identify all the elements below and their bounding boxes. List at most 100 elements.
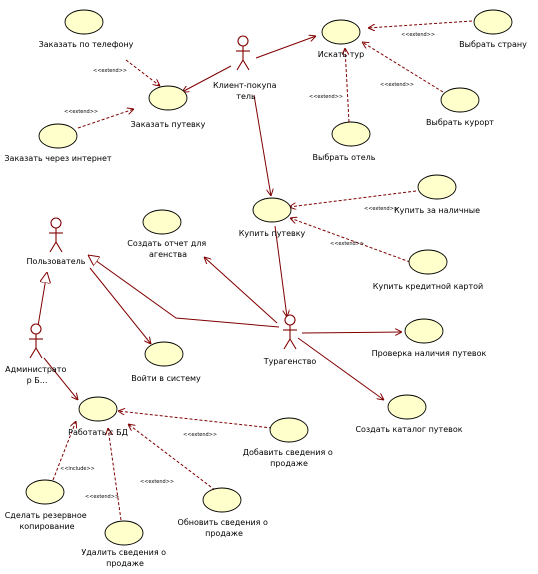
stereotype-hotel: <<extend>> — [309, 94, 343, 100]
actor-client-head — [237, 35, 249, 47]
use-case-choose-country[interactable] — [473, 9, 513, 35]
actor-admin-label-line2: р Б... — [27, 376, 48, 385]
use-case-choose-country-label: Выбрать страну — [459, 40, 527, 49]
use-case-choose-resort[interactable] — [440, 87, 480, 113]
use-case-update-sale-label: Обновить сведения о продаже — [178, 518, 271, 538]
assoc-agency-report — [204, 257, 278, 324]
assoc-user-login — [89, 267, 151, 344]
assoc-agency-catalog — [297, 337, 384, 400]
actor-client-leg-left — [236, 59, 244, 71]
actor-admin[interactable] — [29, 323, 43, 359]
use-case-login[interactable] — [144, 341, 184, 367]
use-case-update-sale[interactable] — [202, 487, 242, 513]
dep-delete-workdb — [108, 428, 122, 521]
actor-user-label: Пользователь — [27, 257, 86, 266]
use-case-create-catalog[interactable] — [387, 394, 427, 420]
assoc-buy-agency — [274, 225, 287, 317]
dep-hotel-search — [345, 48, 350, 123]
stereotype-labels: <<extend>> <<extend>> <<extend>> <<exten… — [60, 32, 435, 500]
actor-admin-leg-left — [29, 347, 37, 359]
use-case-pay-card-label: Купить кредитной картой — [373, 282, 483, 291]
stereotype-country: <<extend>> — [401, 32, 435, 38]
use-case-order-phone-label: Заказать по телефону — [39, 40, 134, 49]
use-case-work-db[interactable] — [78, 396, 118, 422]
dep-resort-search — [362, 42, 444, 93]
add-sale-label-line1: Добавить сведения о — [243, 448, 333, 457]
dep-add-workdb — [118, 411, 273, 429]
dep-cash-buy — [289, 190, 417, 207]
backup-label-line1: Сделать резервное — [5, 511, 87, 520]
actor-client-label-line2: тель — [236, 92, 256, 101]
stereotype-resort: <<extend>> — [380, 82, 414, 88]
stereotype-internet: <<extend>> — [64, 109, 98, 115]
actors: Клиент-покупа тель Пользователь Админист… — [5, 35, 317, 385]
actor-agency[interactable] — [283, 314, 297, 350]
actor-user[interactable] — [49, 217, 63, 253]
use-case-buy-tour-label: Купить путевку — [239, 229, 306, 238]
use-case-create-report[interactable] — [142, 209, 182, 235]
assoc-client-order — [182, 65, 232, 92]
use-case-add-sale-label: Добавить сведения о продаже — [243, 448, 336, 468]
actor-client[interactable] — [236, 35, 250, 71]
use-case-order-tour[interactable] — [148, 85, 188, 111]
use-case-create-report-label: Создать отчет для агенства — [127, 239, 209, 259]
actor-agency-head — [284, 314, 296, 326]
actor-user-head — [50, 217, 62, 229]
use-case-add-sale[interactable] — [269, 417, 309, 443]
actor-agency-leg-left — [283, 338, 291, 350]
create-report-label-line1: Создать отчет для — [127, 239, 206, 248]
stereotype-card: <<extend>> — [330, 241, 364, 247]
assoc-client-buy — [253, 94, 271, 196]
delete-sale-label-line2: продаже — [106, 559, 144, 568]
assoc-client-search — [255, 36, 316, 59]
use-case-check-tours-label: Проверка наличия путевок — [372, 349, 487, 358]
create-report-label-line2: агенства — [149, 250, 187, 259]
stereotype-add: <<extend>> — [183, 432, 217, 438]
update-sale-label-line2: продаже — [205, 529, 243, 538]
use-case-choose-hotel[interactable] — [331, 121, 371, 147]
actor-admin-label: Администрато р Б... — [5, 365, 69, 385]
use-case-check-tours[interactable] — [404, 318, 444, 344]
actor-agency-leg-right — [289, 338, 297, 350]
use-case-backup[interactable] — [25, 479, 65, 505]
use-case-choose-hotel-label: Выбрать отель — [313, 153, 376, 162]
use-case-search-tour[interactable] — [321, 19, 361, 45]
add-sale-label-line2: продаже — [270, 459, 308, 468]
use-case-delete-sale[interactable] — [104, 520, 144, 546]
use-case-order-tour-label: Заказать путевку — [131, 120, 206, 129]
generalization-admin-user — [37, 272, 47, 327]
use-case-pay-cash-label: Купить за наличные — [394, 206, 480, 215]
generalization-agency-user — [88, 255, 280, 328]
use-case-pay-cash[interactable] — [417, 174, 457, 200]
use-case-pay-card[interactable] — [408, 249, 448, 275]
actor-admin-label-line1: Администрато — [5, 365, 66, 374]
use-case-backup-label: Сделать резервное копирование — [5, 511, 90, 531]
dep-card-buy — [290, 218, 411, 263]
connectors — [37, 20, 473, 521]
use-case-work-db-label: Работать с БД — [68, 428, 128, 437]
use-case-buy-tour[interactable] — [252, 197, 292, 223]
use-case-login-label: Войти в систему — [131, 374, 201, 383]
stereotype-cash: <<extend>> — [364, 206, 398, 212]
actor-user-leg-right — [55, 241, 63, 253]
use-cases: Заказать по телефону Заказать путевку За… — [4, 9, 527, 568]
stereotype-update: <<extend>> — [140, 479, 174, 485]
stereotype-backup: <<include>> — [60, 466, 95, 472]
assoc-admin-workdb — [43, 357, 78, 400]
dep-country-search — [368, 20, 473, 28]
use-case-order-internet[interactable] — [38, 123, 78, 149]
use-case-search-tour-label: Искать тур — [318, 50, 365, 59]
update-sale-label-line1: Обновить сведения о — [178, 518, 268, 527]
actor-client-label-line1: Клиент-покупа — [213, 81, 277, 90]
stereotype-delete: <<extend>> — [85, 494, 119, 500]
actor-user-leg-left — [49, 241, 57, 253]
assoc-agency-check — [301, 332, 402, 333]
use-case-order-internet-label: Заказать через интернет — [4, 154, 112, 163]
delete-sale-label-line1: Удалить сведения о — [81, 548, 166, 557]
use-case-choose-resort-label: Выбрать курорт — [426, 118, 494, 127]
dep-phone-order — [125, 59, 160, 86]
actor-admin-head — [30, 323, 42, 335]
actor-agency-label: Турагенство — [263, 357, 317, 366]
use-case-order-phone[interactable] — [64, 9, 104, 35]
